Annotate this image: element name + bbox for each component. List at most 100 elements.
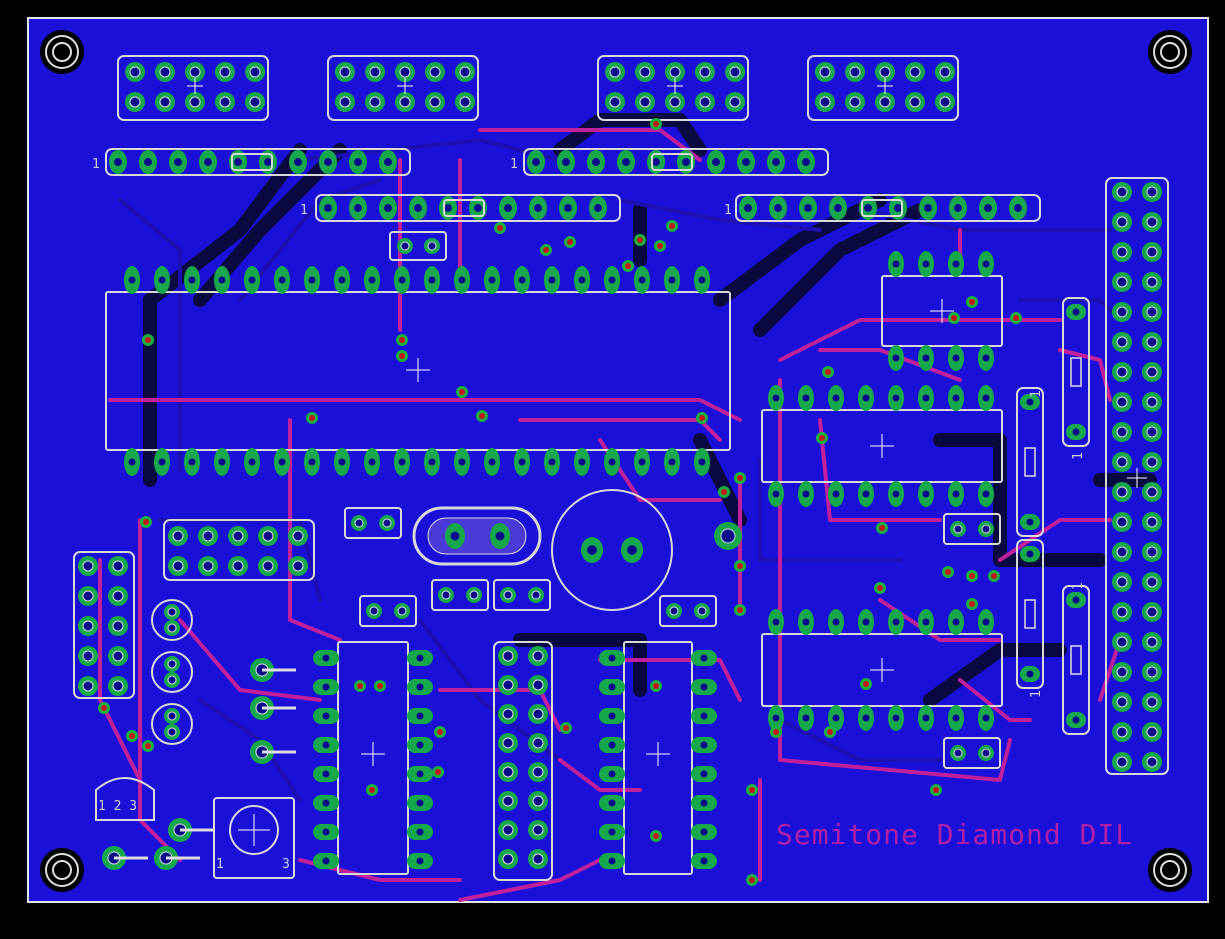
pad-drill [1146,306,1158,318]
pad-drill [862,714,870,722]
pad-drill [189,66,201,78]
pad-drill [982,490,990,498]
pad-drill [459,66,471,78]
mounting-hole-bottom-right[interactable] [1148,848,1192,892]
pad-drill [532,853,544,865]
pad-drill [324,204,332,212]
led [151,651,193,693]
pad-drill [1026,550,1034,558]
via-drill [669,223,675,229]
mounting-hole-bottom-left[interactable] [40,848,84,892]
decoupling-cap [231,153,273,171]
pad-drill [531,590,541,600]
pad-drill [459,96,471,108]
pad-drill [952,260,960,268]
pot-pin1-label: 1 [216,857,224,872]
resistor-body [1024,599,1036,629]
pad-drill [802,490,810,498]
ic-dip16-a [337,641,409,875]
pad-drill [458,458,466,466]
mounting-hole-top-left[interactable] [40,30,84,74]
power-trace [143,143,307,487]
pad-drill [952,354,960,362]
pin1-label-header-b: 1 [300,203,308,218]
pad-drill [428,458,436,466]
pad-drill [952,618,960,626]
pad-drill [862,394,870,402]
via-drill [479,413,485,419]
pad-drill [622,158,630,166]
top-trace [558,758,642,792]
pad-drill [578,276,586,284]
pad-drill [82,620,94,632]
pad-drill [502,795,514,807]
pad-drill [458,276,466,284]
pad-drill [249,96,261,108]
pad-drill [608,683,616,691]
pad-drill [167,623,177,633]
pad-drill [322,741,330,749]
pad-drill [834,204,842,212]
pad-drill [204,158,212,166]
pad-drill [700,770,708,778]
pad-drill [488,276,496,284]
pad-drill [158,458,166,466]
pad-drill [1146,426,1158,438]
pad-drill [158,276,166,284]
mounting-hole-top-right[interactable] [1148,30,1192,74]
pad-drill [1146,456,1158,468]
sip-header-d [735,194,1041,222]
pad-drill [1116,456,1128,468]
pad-drill [700,683,708,691]
decoupling-cap [861,199,903,217]
capacitor [389,231,447,261]
pad-drill [864,204,872,212]
pad-drill [354,518,364,528]
pad-drill [1146,276,1158,288]
pad-drill [262,560,274,572]
pin-header-2x20 [1105,177,1169,775]
pad-drill [909,66,921,78]
pad-drill [416,741,424,749]
pad-drill [1116,756,1128,768]
pin-header-2x5 [327,55,479,121]
pad-drill [532,158,540,166]
pad-drill [112,650,124,662]
top-trace [818,348,962,382]
power-trace [753,203,927,337]
pad-drill [399,96,411,108]
pad-drill [218,276,226,284]
pad-drill [532,679,544,691]
capacitor [943,737,1001,769]
bottom-trace [238,178,382,302]
crystal-body [427,517,527,555]
pad-drill [862,490,870,498]
pad-drill [248,276,256,284]
pad-drill [82,680,94,692]
pad-drill [720,528,736,544]
capacitor [359,595,417,627]
pad-drill [174,158,182,166]
pad-drill [700,799,708,807]
pad-drill [172,530,184,542]
pad-drill [892,260,900,268]
pad-drill [922,714,930,722]
pad-drill [248,458,256,466]
pad-drill [518,276,526,284]
pad-drill [802,394,810,402]
pad-drill [608,741,616,749]
pad-drill [984,204,992,212]
via-drill [543,247,549,253]
pad-drill [167,675,177,685]
pad-drill [669,66,681,78]
pad-drill [354,158,362,166]
pad-drill [924,204,932,212]
pad-drill [668,276,676,284]
pad-drill [879,96,891,108]
pad-drill [450,531,460,541]
via-drill [399,337,405,343]
pad-drill [1116,516,1128,528]
pad-drill [308,276,316,284]
pad-drill [495,531,505,541]
